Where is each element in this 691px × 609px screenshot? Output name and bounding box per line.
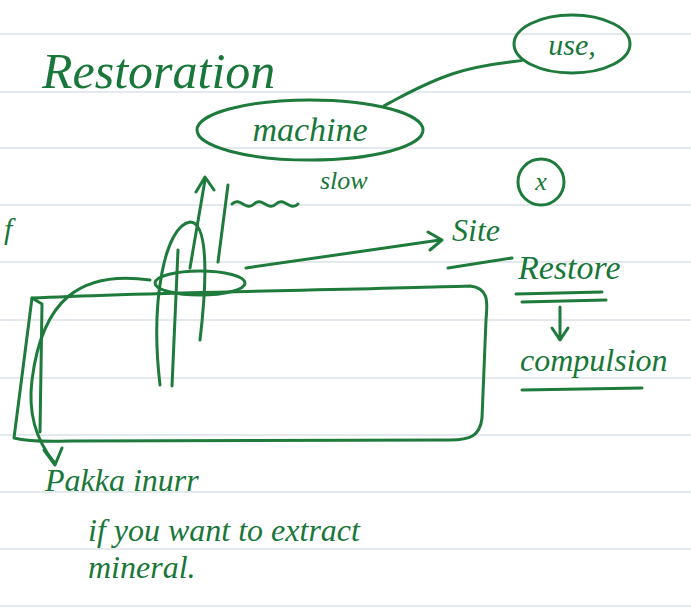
- note-text: compulsion: [520, 342, 668, 379]
- up-arrow: [190, 177, 214, 268]
- circled-word: x: [516, 157, 566, 207]
- circled-word: machine: [195, 98, 425, 162]
- compulsion-underline: [522, 388, 642, 390]
- restore-underline: [516, 292, 606, 302]
- note-text: f: [4, 212, 12, 247]
- node-text: x: [535, 168, 547, 197]
- node-text: use,: [548, 28, 596, 61]
- page-title: Restoration: [42, 44, 275, 99]
- wavy-line: [232, 202, 298, 207]
- up-arrow-2: [218, 185, 228, 262]
- ellipse-stroke: [197, 100, 423, 160]
- ink-sketch: [14, 177, 642, 465]
- ellipse-stroke: [518, 159, 564, 205]
- note-text: if you want to extract mineral.: [88, 512, 448, 586]
- site-mark: [155, 271, 245, 295]
- note-text: Site: [452, 212, 500, 249]
- down-arrow: [552, 307, 568, 340]
- restore-stroke: [448, 258, 512, 268]
- drill-shaft: [172, 250, 178, 386]
- curved-arrow: [31, 278, 150, 462]
- site-leader: [246, 232, 442, 268]
- note-text: Restore: [518, 248, 621, 287]
- drill-loop: [157, 222, 205, 385]
- ruled-lines: [0, 34, 691, 606]
- node-text: machine: [252, 111, 367, 148]
- ellipse-stroke: [514, 15, 630, 73]
- ground-block: [14, 286, 487, 441]
- circled-word: use,: [512, 13, 632, 75]
- note-text: Pakka inurr: [45, 462, 199, 499]
- note-text: slow: [320, 166, 368, 196]
- ink-connector: [384, 61, 521, 106]
